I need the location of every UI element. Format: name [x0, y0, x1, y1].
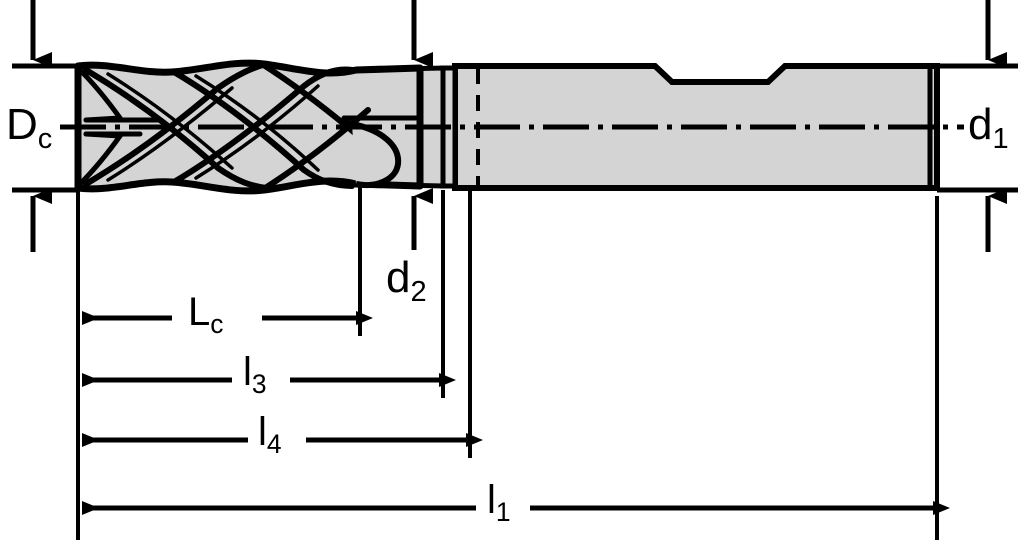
- flute-land-edges: [106, 72, 320, 182]
- label-length-3: l3: [243, 350, 267, 399]
- label-cutting-length: Lc: [188, 290, 224, 339]
- label-cutting-diameter: Dc: [6, 100, 53, 155]
- diameter-dimension-arrows: [12, 0, 1018, 252]
- length-dimension-lines: [82, 311, 950, 515]
- tool-body: [60, 59, 964, 195]
- label-shank-diameter: d1: [968, 100, 1009, 155]
- flute-runout: [351, 121, 402, 188]
- label-overall-length: l1: [487, 478, 511, 527]
- end-cutting-edges: [77, 67, 163, 187]
- label-length-4: l4: [258, 410, 282, 459]
- label-neck-diameter: d2: [386, 253, 427, 308]
